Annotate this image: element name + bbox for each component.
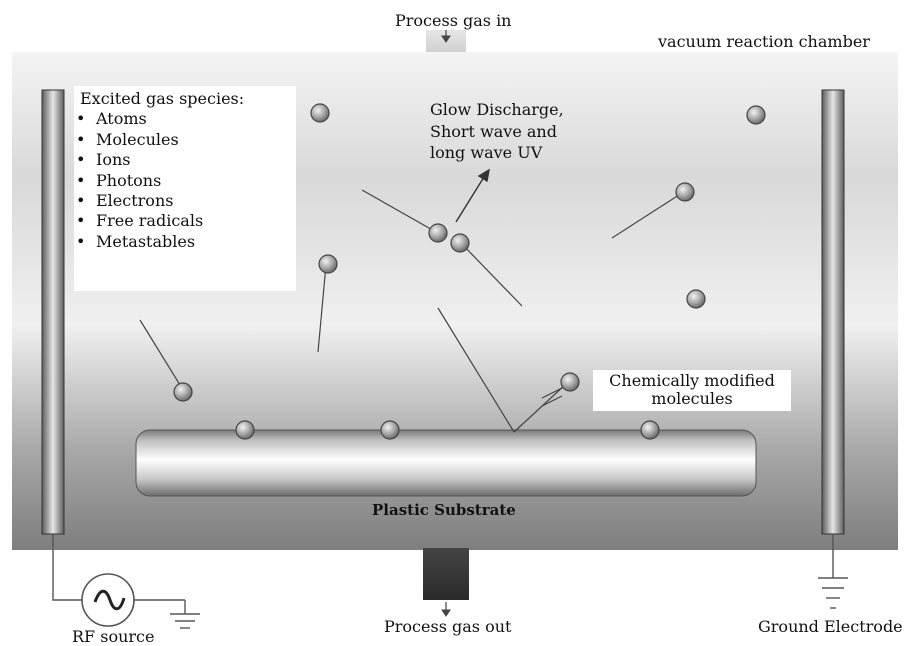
- particle: [310, 103, 330, 123]
- species-item: Ions: [74, 150, 296, 170]
- ground-symbol-icon: [818, 577, 848, 609]
- ground-symbol-icon: [170, 600, 200, 629]
- rf-electrode: [41, 89, 65, 535]
- particle: [450, 233, 470, 253]
- modified-line-1: Chemically modified: [609, 371, 775, 390]
- particles: [173, 103, 766, 440]
- arrow-up-icon: [441, 602, 451, 617]
- species-box: Excited gas species: Atoms Molecules Ion…: [74, 86, 296, 291]
- particle: [686, 289, 706, 309]
- particle: [746, 105, 766, 125]
- gas-outlet-pipe: [423, 548, 469, 600]
- particle-trails: [139, 189, 683, 433]
- particle: [235, 420, 255, 440]
- modified-molecules-label: Chemically modified molecules: [593, 370, 791, 411]
- substrate-label: Plastic Substrate: [372, 501, 516, 519]
- glow-discharge-label: Glow Discharge, Short wave and long wave…: [430, 99, 564, 164]
- particle: [675, 182, 695, 202]
- plastic-substrate: [135, 429, 757, 497]
- arrow-down-icon: [441, 30, 451, 43]
- species-item: Photons: [74, 171, 296, 191]
- species-item: Metastables: [74, 232, 296, 252]
- particle: [428, 223, 448, 243]
- glow-line-1: Glow Discharge,: [430, 100, 564, 119]
- glow-arrow-icon: [455, 168, 490, 223]
- modified-line-2: molecules: [651, 389, 733, 409]
- species-item: Molecules: [74, 130, 296, 150]
- species-item: Free radicals: [74, 211, 296, 231]
- particle: [640, 420, 660, 440]
- ground-electrode: [821, 89, 845, 535]
- ac-source-icon: [81, 573, 135, 627]
- species-heading: Excited gas species:: [80, 89, 245, 108]
- species-item: Electrons: [74, 191, 296, 211]
- species-list: Atoms Molecules Ions Photons Electrons F…: [74, 109, 296, 252]
- process-gas-out-label: Process gas out: [384, 617, 512, 636]
- particle: [318, 254, 338, 274]
- particle: [380, 420, 400, 440]
- glow-line-2: Short wave and: [430, 121, 557, 141]
- rf-source-label: RF source: [72, 627, 155, 646]
- glow-line-3: long wave UV: [430, 143, 543, 163]
- chamber-label: vacuum reaction chamber: [658, 32, 870, 51]
- species-item: Atoms: [74, 109, 296, 129]
- process-gas-in-label: Process gas in: [395, 11, 512, 30]
- particle: [173, 382, 193, 402]
- rf-circuit: [52, 534, 200, 629]
- ground-circuit: [818, 534, 848, 609]
- particle: [560, 372, 580, 392]
- ground-electrode-label: Ground Electrode: [758, 617, 903, 636]
